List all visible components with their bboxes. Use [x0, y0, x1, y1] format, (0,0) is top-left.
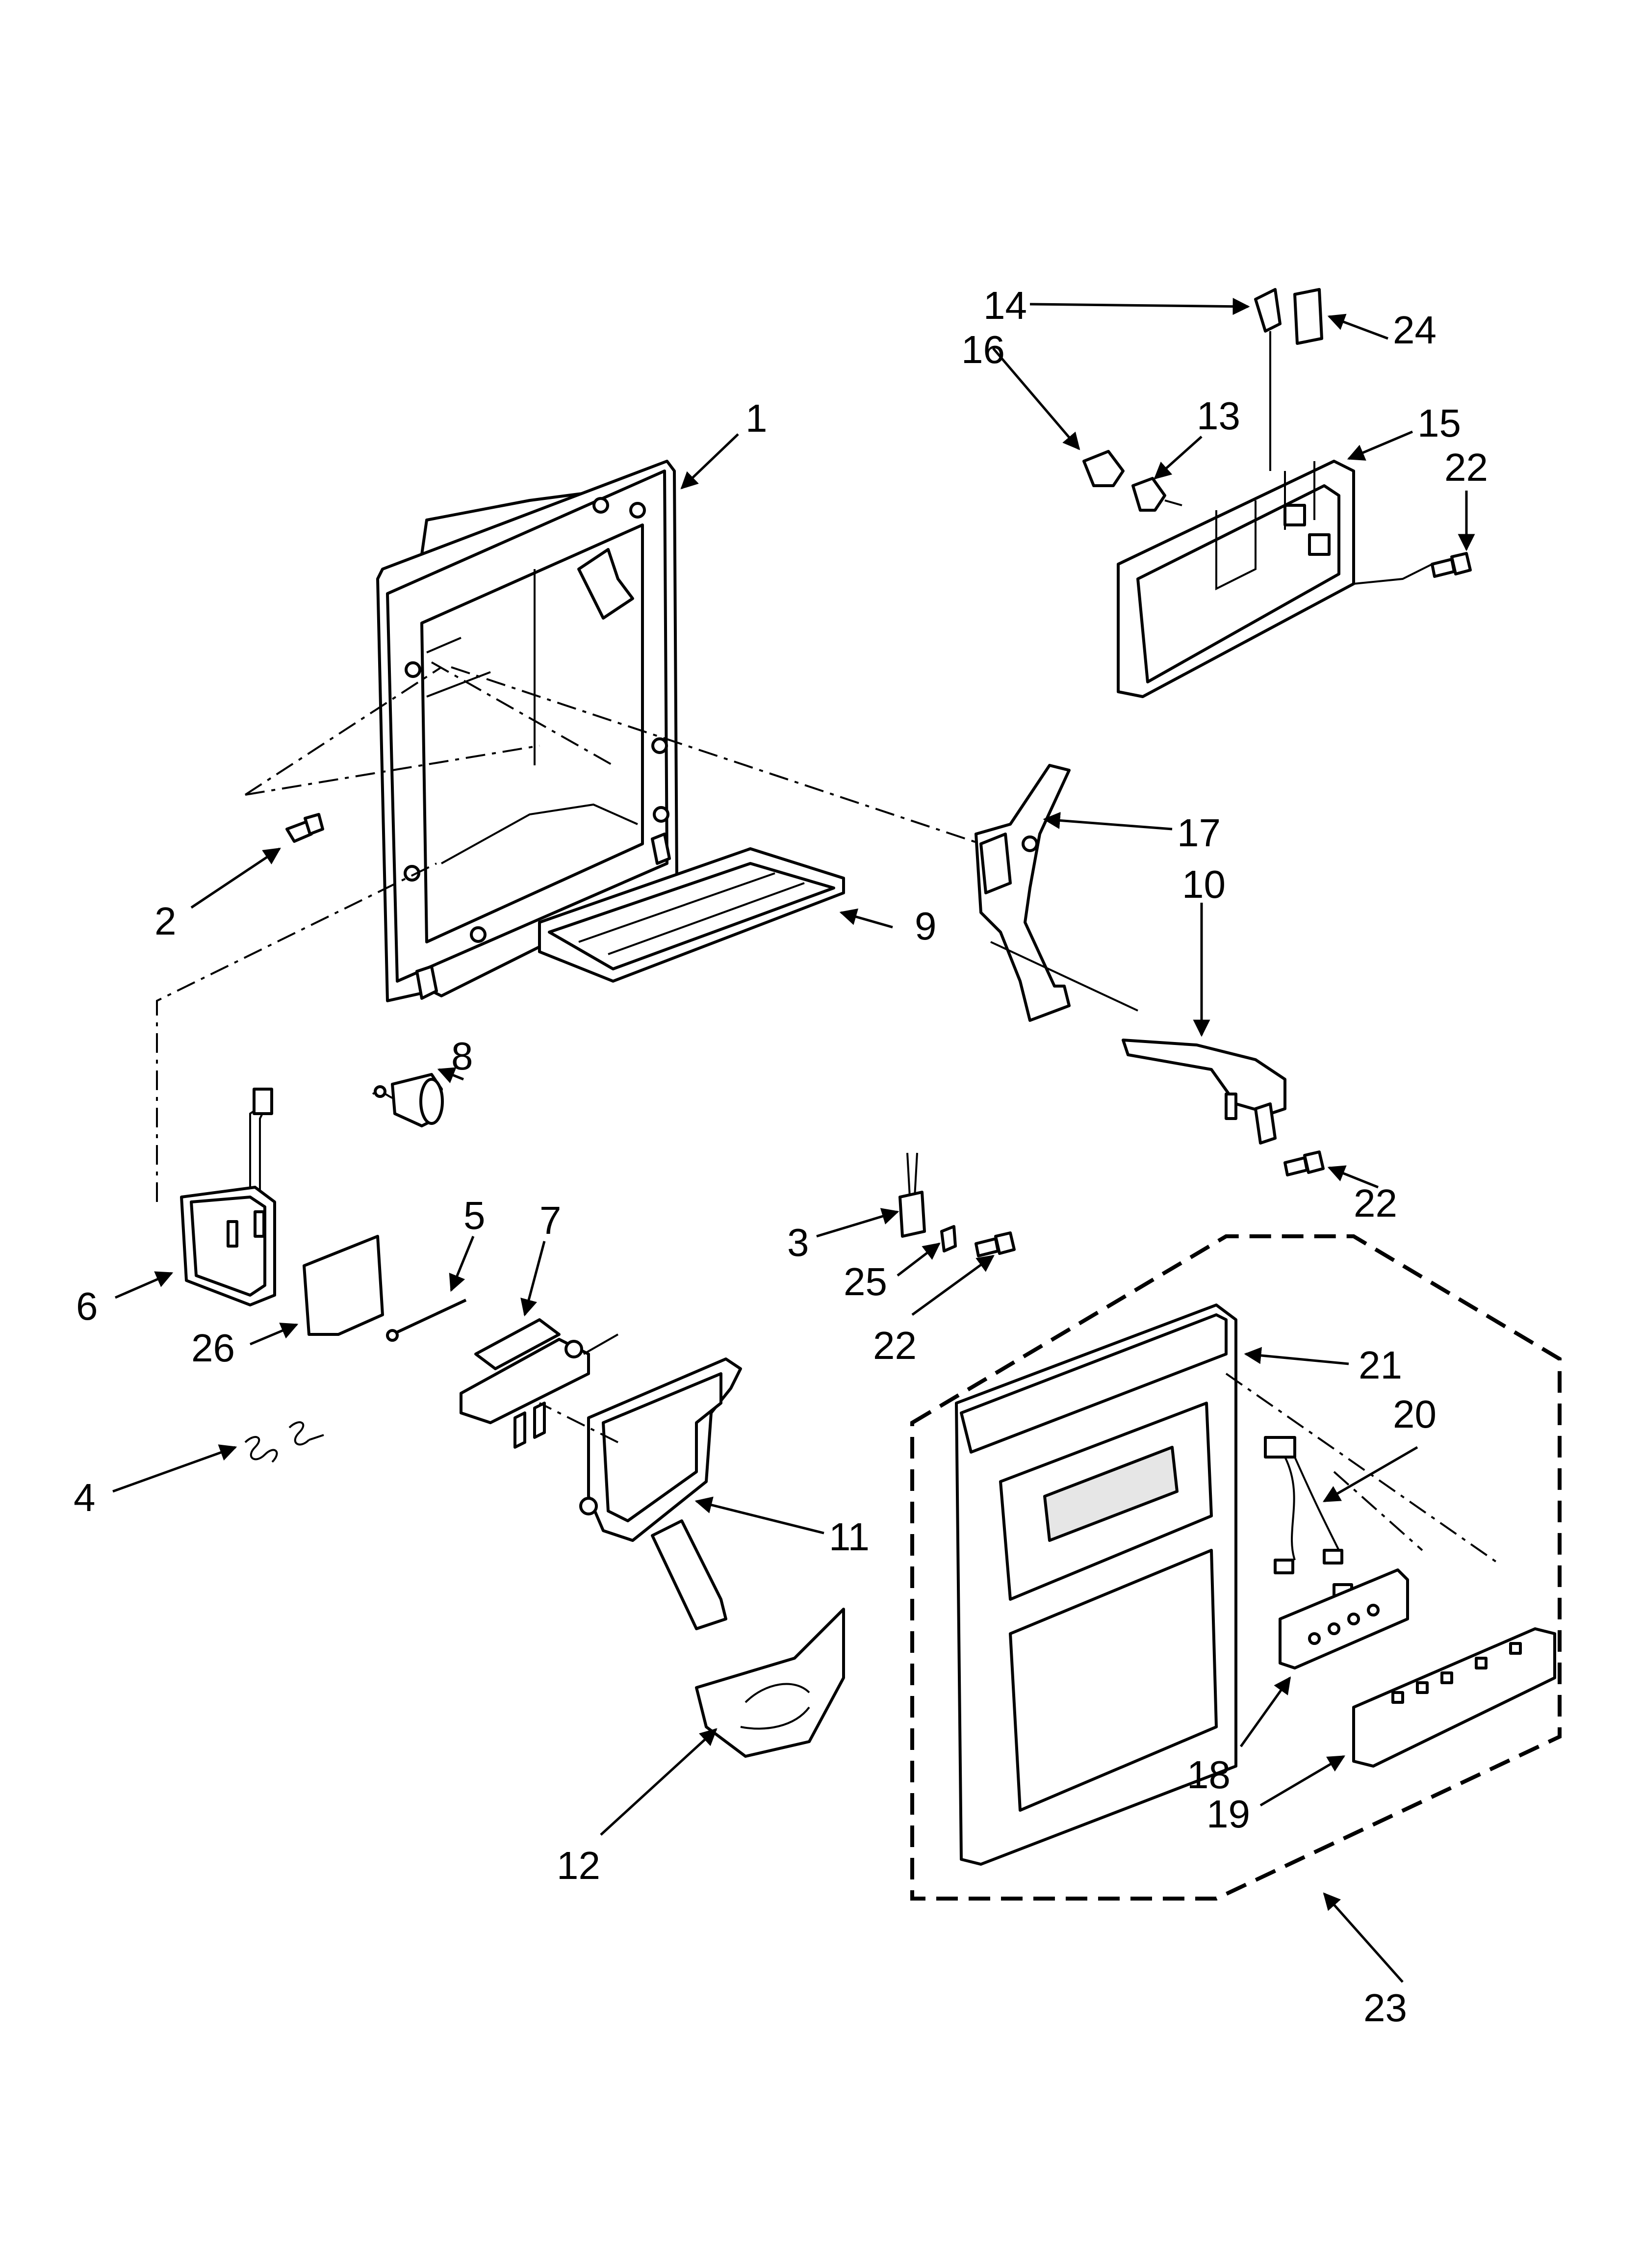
leader-9	[839, 908, 893, 929]
part-11-ice-door	[579, 1357, 742, 1630]
callout-22b: 22	[1354, 1181, 1397, 1225]
callout-6: 6	[76, 1284, 98, 1328]
callout-11: 11	[829, 1515, 870, 1559]
callout-19: 19	[1206, 1792, 1250, 1836]
part-16-light-bulb	[1082, 450, 1125, 487]
callout-9: 9	[915, 904, 937, 948]
callout-21: 21	[1359, 1343, 1402, 1387]
leader-21	[1244, 1347, 1349, 1365]
part-8-plunger	[372, 1073, 444, 1127]
leader-23	[1323, 1892, 1404, 1983]
leader-25	[897, 1242, 941, 1277]
part-15-switch-bracket	[1117, 460, 1433, 698]
part-3-switch-contact	[898, 1152, 926, 1238]
part-22-screw-lower	[975, 1231, 1016, 1257]
callout-24: 24	[1393, 308, 1437, 352]
part-14-micro-switch	[1254, 288, 1282, 471]
callout-26: 26	[191, 1326, 235, 1370]
part-2-screw	[285, 813, 324, 843]
part-21-dispenser-cover	[955, 1303, 1237, 1866]
leader-11	[694, 1496, 824, 1535]
part-26-flapper-pad	[303, 1235, 384, 1336]
callout-16: 16	[961, 328, 1005, 371]
callout-15: 15	[1417, 401, 1461, 445]
callout-22c: 22	[873, 1324, 917, 1367]
part-7-door-hinge	[460, 1318, 618, 1449]
callout-4: 4	[74, 1476, 96, 1519]
leader-18	[1239, 1676, 1291, 1747]
leader-20	[1322, 1446, 1418, 1503]
callout-22a: 22	[1444, 445, 1488, 489]
leader-26	[250, 1323, 299, 1346]
callout-5: 5	[463, 1194, 486, 1237]
callout-7: 7	[539, 1199, 562, 1242]
part-12-ice-cup	[695, 1608, 845, 1758]
leader-4	[112, 1444, 237, 1493]
callout-1: 1	[745, 396, 768, 440]
callout-17: 17	[1177, 811, 1221, 855]
part-13-lamp-socket	[1131, 477, 1182, 512]
callout-23: 23	[1363, 1986, 1407, 2030]
callout-2: 2	[154, 899, 177, 943]
leader-7	[520, 1241, 546, 1317]
part-20-wire-harness	[1264, 1436, 1353, 1599]
alignment-lines	[156, 661, 1502, 1566]
callout-14: 14	[983, 284, 1027, 327]
leader-15	[1347, 430, 1413, 461]
callout-10: 10	[1182, 862, 1226, 906]
leader-1	[680, 433, 739, 490]
leader-2	[190, 847, 281, 909]
part-1-dispenser-housing	[376, 460, 678, 1002]
callout-25: 25	[844, 1260, 887, 1303]
part-24-insulator-plate	[1293, 288, 1323, 345]
leader-19	[1259, 1755, 1346, 1807]
leader-22c	[911, 1254, 995, 1316]
part-18-control-board	[1279, 1568, 1409, 1669]
leader-14	[1029, 298, 1250, 315]
leader-5	[449, 1236, 475, 1292]
part-10-water-lever	[1122, 1039, 1286, 1145]
callout-3: 3	[787, 1221, 809, 1264]
leader-12	[600, 1728, 718, 1836]
callout-18: 18	[1187, 1753, 1231, 1797]
leader-13	[1154, 436, 1203, 480]
leader-17	[1043, 811, 1173, 831]
leader-arrows	[112, 298, 1475, 1983]
callout-13: 13	[1197, 394, 1240, 438]
part-17-actuator-arm	[975, 764, 1138, 1022]
leader-16	[992, 347, 1080, 450]
callout-12: 12	[557, 1844, 600, 1887]
part-5-hinge-pin	[386, 1299, 467, 1342]
part-22-screw-upper	[1431, 552, 1472, 578]
part-19-control-overlay	[1352, 1627, 1556, 1768]
callout-labels: 1 2 3 4 5 6 7 8 9 10 11 12 13 14 15 16 1…	[74, 284, 1488, 2030]
leader-8	[437, 1067, 464, 1083]
leader-3	[816, 1208, 899, 1238]
callout-8: 8	[451, 1034, 473, 1078]
part-23-assembly-outline	[910, 1234, 1562, 1901]
part-9-drip-tray	[538, 847, 845, 983]
part-4-springs	[244, 1421, 324, 1463]
part-25-insulator	[940, 1225, 957, 1252]
part-22-screw-middle	[1283, 1150, 1325, 1176]
leader-24	[1327, 313, 1388, 340]
part-6-solenoid-assembly	[180, 1088, 276, 1306]
callout-20: 20	[1393, 1392, 1437, 1436]
leader-22b	[1327, 1165, 1379, 1189]
leader-6	[115, 1271, 174, 1299]
